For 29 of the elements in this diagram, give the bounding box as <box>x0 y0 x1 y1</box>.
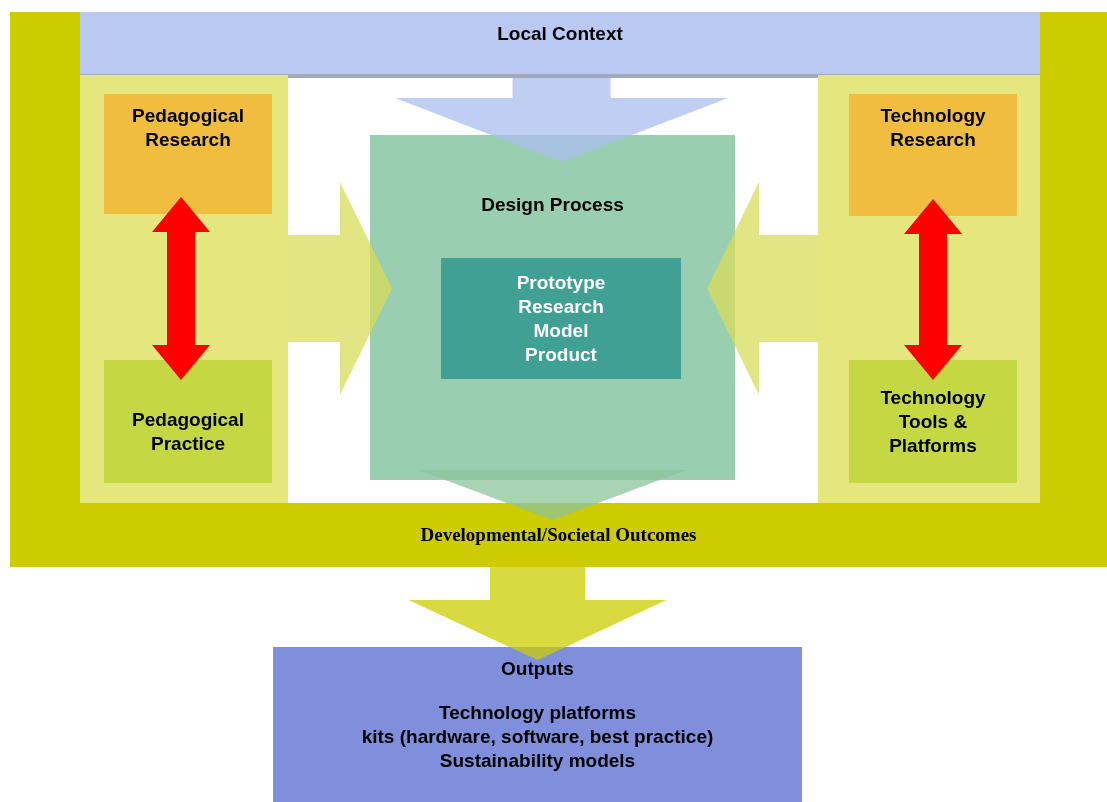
block-arrow <box>707 182 818 395</box>
context-band <box>80 12 1040 78</box>
node-title: Technology Tools & Platforms <box>879 385 987 458</box>
node-title: Prototype Research Model Product <box>515 270 607 367</box>
panel <box>80 75 288 503</box>
block-arrow <box>288 182 392 395</box>
node-title: Local Context <box>497 22 623 46</box>
node-title: Pedagogical Research <box>131 104 245 152</box>
panel <box>818 75 1040 503</box>
list-item: kits (hardware, software, best practice) <box>361 725 714 749</box>
tools-box <box>849 360 1017 483</box>
prototype-box <box>441 258 681 379</box>
research-box <box>849 94 1017 216</box>
list-item: Technology platforms <box>438 701 637 725</box>
node-title: Technology Research <box>879 104 987 152</box>
outputs-box <box>273 647 802 802</box>
node-title: Pedagogical Practice <box>131 407 245 456</box>
list-item: Sustainability models <box>439 749 636 773</box>
block-arrow <box>418 470 687 520</box>
research-box <box>104 94 272 214</box>
block-arrow <box>408 567 667 660</box>
process-box <box>370 135 735 480</box>
double-arrow <box>152 197 210 380</box>
block-arrow <box>395 78 728 162</box>
practice-box <box>104 360 272 483</box>
node-title: Design Process <box>481 193 624 217</box>
double-arrow <box>904 199 962 380</box>
node-title: Developmental/Societal Outcomes <box>420 523 697 547</box>
node-title: Outputs <box>501 657 574 681</box>
